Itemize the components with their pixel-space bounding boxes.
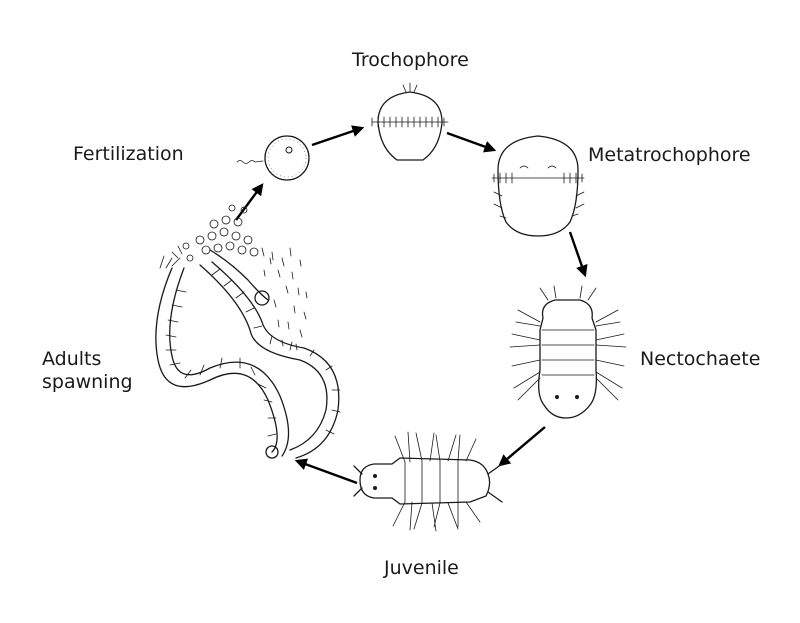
nectochaete-larva-icon [509,285,627,419]
adult-worms-icon [155,204,341,459]
label-trochophore: Trochophore [352,49,469,71]
arrow-nectochaete-to-juvenile [498,426,546,467]
arrow-adults-to-fertilization [235,183,264,221]
label-fertilization: Fertilization [73,143,184,165]
spawned-eggs-icon [182,204,259,262]
egg-icon [236,135,310,181]
label-metatrochophore: Metatrochophore [588,144,751,166]
juvenile-worm-icon [353,431,503,532]
spawned-sperm-icon [261,247,308,351]
arrow-metatrochophore-to-nectochaete [568,231,588,278]
label-juvenile: Juvenile [384,557,459,579]
arrow-fertilization-to-trochophore [311,125,365,147]
label-nectochaete: Nectochaete [640,348,761,370]
arrow-juvenile-to-adults [294,458,358,485]
label-adults-spawning: Adults spawning [42,348,133,393]
metatrochophore-larva-icon [491,135,585,237]
arrow-trochophore-to-metatrochophore [446,131,497,153]
trochophore-larva-icon [371,82,449,161]
